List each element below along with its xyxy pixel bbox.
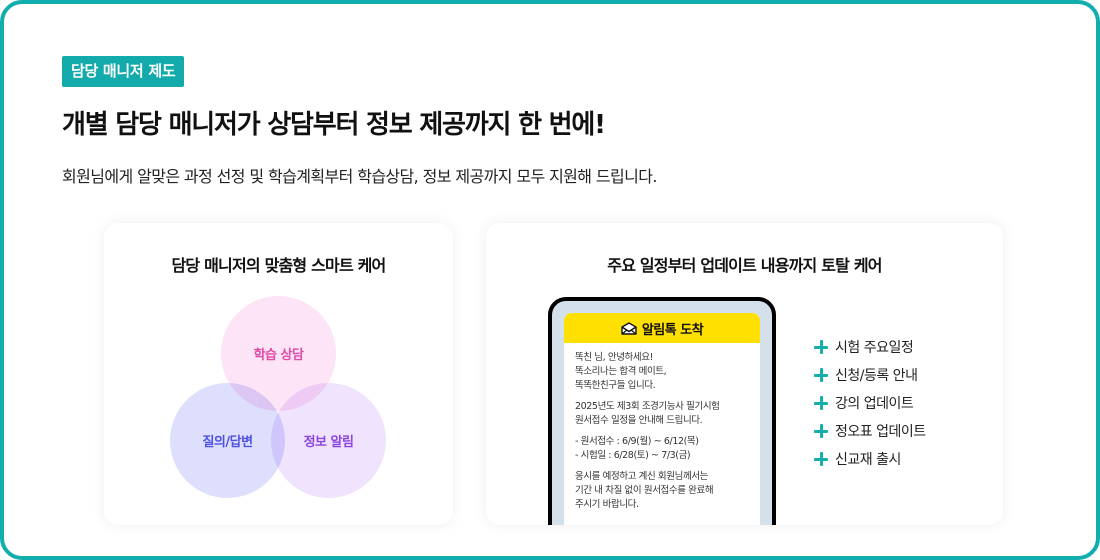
envelope-open-icon [621,322,637,335]
venn-label: 학습 상담 [253,348,304,363]
feature-label: 신청/등록 안내 [835,368,918,384]
phone-mockup: 알림톡 도착 똑친 님, 안녕하세요! 똑소리나는 합격 메이트, 똑똑한친구들… [548,297,776,525]
venn-circle-qna: 질의/답변 [170,383,285,498]
feature-label: 시험 주요일정 [835,340,914,356]
feature-list: 시험 주요일정 신청/등록 안내 강의 업데이트 정오표 업데이트 신교재 출시 [813,333,926,473]
message-line: - 시험일 : 6/28(토) ~ 7/3(금) [575,450,691,461]
plus-icon [813,423,829,439]
message-line: 똑소리나는 합격 메이트, [575,366,667,377]
plus-icon [813,367,829,383]
plus-icon [813,451,829,467]
smart-care-card: 담당 매니저의 맞춤형 스마트 케어 학습 상담 질의/답변 정보 알림 [104,223,453,525]
message-line: 똑똑한친구들 입니다. [575,380,656,391]
card-title: 주요 일정부터 업데이트 내용까지 토탈 케어 [607,256,882,275]
phone-screen: 알림톡 도착 똑친 님, 안녕하세요! 똑소리나는 합격 메이트, 똑똑한친구들… [564,313,760,525]
total-care-card: 주요 일정부터 업데이트 내용까지 토탈 케어 알림톡 도착 똑친 [486,223,1003,525]
message-paragraph: 2025년도 제3회 조경기능사 필기시험 원서접수 일정을 안내해 드립니다. [575,400,749,428]
plus-icon [813,395,829,411]
feature-label: 강의 업데이트 [835,396,914,412]
card-title: 담당 매니저의 맞춤형 스마트 케어 [171,256,387,275]
message-line: - 원서접수 : 6/9(월) ~ 6/12(목) [575,436,699,447]
message-paragraph: 똑친 님, 안녕하세요! 똑소리나는 합격 메이트, 똑똑한친구들 입니다. [575,351,749,393]
kakao-alert-header: 알림톡 도착 [564,313,760,343]
section-badge: 담당 매니저 제도 [62,56,185,87]
message-line: 주시기 바랍니다. [575,499,639,510]
message-line: 응시를 예정하고 계신 회원님께서는 [575,471,708,482]
feature-item: 신교재 출시 [813,445,926,473]
feature-label: 정오표 업데이트 [835,424,926,440]
venn-label: 정보 알림 [303,435,354,450]
message-line: 원서접수 일정을 안내해 드립니다. [575,415,703,426]
kakao-alert-title: 알림톡 도착 [641,322,704,338]
message-line: 2025년도 제3회 조경기능사 필기시험 [575,401,720,412]
message-line: 똑친 님, 안녕하세요! [575,352,653,363]
page-subtitle: 회원님에게 알맞은 과정 선정 및 학습계획부터 학습상담, 정보 제공까지 모… [62,167,657,186]
feature-item: 시험 주요일정 [813,333,926,361]
venn-label: 질의/답변 [202,435,253,450]
feature-item: 강의 업데이트 [813,389,926,417]
feature-item: 정오표 업데이트 [813,417,926,445]
message-body: 똑친 님, 안녕하세요! 똑소리나는 합격 메이트, 똑똑한친구들 입니다. 2… [564,343,760,512]
message-paragraph: 응시를 예정하고 계신 회원님께서는 기간 내 차질 없이 원서접수를 완료해 … [575,470,749,512]
plus-icon [813,339,829,355]
feature-label: 신교재 출시 [835,452,901,468]
page-title: 개별 담당 매니저가 상담부터 정보 제공까지 한 번에! [62,110,606,140]
venn-circle-notification: 정보 알림 [271,383,386,498]
message-line: 기간 내 차질 없이 원서접수를 완료해 [575,485,714,496]
message-paragraph: - 원서접수 : 6/9(월) ~ 6/12(목) - 시험일 : 6/28(토… [575,435,749,463]
feature-item: 신청/등록 안내 [813,361,926,389]
